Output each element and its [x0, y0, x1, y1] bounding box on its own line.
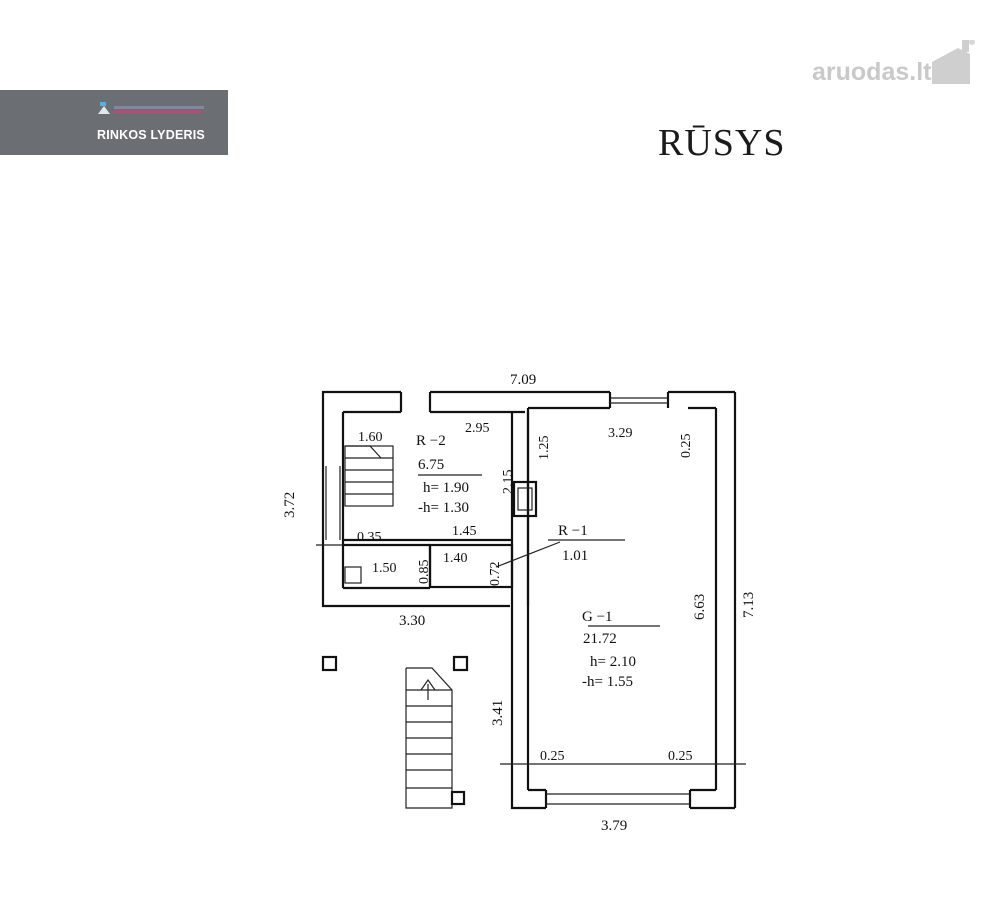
dim-3-30: 3.30 — [399, 613, 425, 629]
dim-1-45: 1.45 — [452, 524, 477, 539]
dimension-lines — [316, 474, 746, 765]
badge-text: RINKOS LYDERIS — [97, 128, 205, 142]
dim-1-40: 1.40 — [443, 551, 468, 566]
dim-2-95: 2.95 — [465, 421, 490, 436]
watermark-text: aruodas.lt — [812, 58, 932, 86]
agency-logo-icon — [98, 102, 204, 114]
room-r1-name: R −1 — [558, 523, 588, 539]
house-chimney-icon — [932, 40, 975, 84]
room-r2-name: R −2 — [416, 433, 446, 449]
room-g1-area: 21.72 — [583, 631, 617, 647]
dim-0-35: 0.35 — [357, 530, 382, 545]
dim-3-29: 3.29 — [608, 426, 633, 441]
dim-1-50: 1.50 — [372, 561, 397, 576]
dim-0-25-bottom-right: 0.25 — [668, 749, 693, 764]
room-r1-area: 1.01 — [562, 548, 588, 564]
dim-6-63: 6.63 — [692, 594, 708, 620]
page-title: RŪSYS — [658, 122, 786, 164]
room-r2-height: h= 1.90 — [423, 480, 469, 496]
dim-top: 7.09 — [510, 372, 536, 388]
dim-0-72: 0.72 — [488, 562, 503, 587]
dim-3-79: 3.79 — [601, 818, 627, 834]
agency-badge: RINKOS LYDERIS — [0, 90, 228, 155]
dim-0-25-top: 0.25 — [679, 434, 694, 459]
room-r2-area: 6.75 — [418, 457, 444, 473]
room-g1-height: h= 2.10 — [590, 654, 636, 670]
stair-r2 — [344, 445, 394, 584]
dim-0-25-bottom-left: 0.25 — [540, 749, 565, 764]
dim-3-41: 3.41 — [490, 700, 506, 726]
dim-0-85: 0.85 — [417, 560, 432, 585]
watermark: aruodas.lt — [812, 40, 992, 90]
room-r2-depth: -h= 1.30 — [418, 500, 469, 516]
walls — [321, 390, 737, 810]
dim-7-13: 7.13 — [741, 592, 757, 618]
room-g1-depth: -h= 1.55 — [582, 674, 633, 690]
dim-1-25: 1.25 — [537, 436, 552, 461]
dim-2-15: 2.15 — [501, 470, 516, 495]
dim-3-72: 3.72 — [282, 492, 298, 518]
room-g1-name: G −1 — [582, 609, 613, 625]
plan-labels: 7.09 2.95 3.29 0.25 1.25 2.15 1.60 3.72 … — [282, 372, 757, 834]
dim-1-60: 1.60 — [358, 430, 383, 445]
external-stair — [321, 655, 469, 809]
